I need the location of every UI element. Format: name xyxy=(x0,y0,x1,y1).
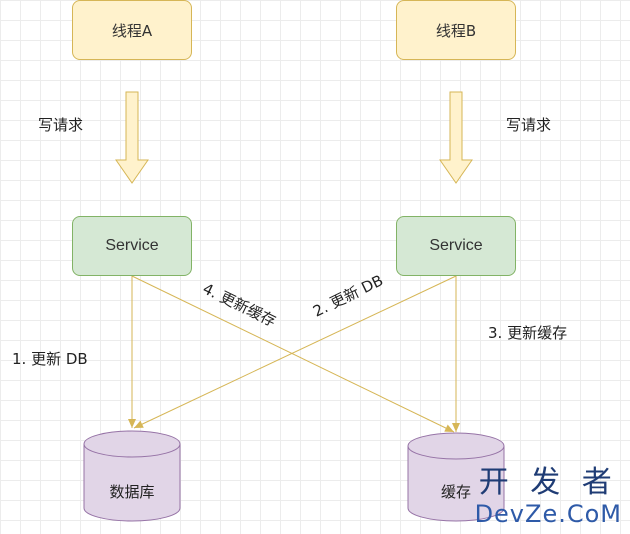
step1-label: 1. 更新 DB xyxy=(12,350,88,368)
connector-step4 xyxy=(131,275,455,433)
thread-a-label: 线程A xyxy=(111,21,153,40)
service-b-label: Service xyxy=(429,237,483,254)
thread-a-box: 线程A xyxy=(72,0,192,60)
write-request-label-b: 写请求 xyxy=(506,116,552,134)
block-arrow-a xyxy=(115,91,149,184)
database-cylinder xyxy=(83,430,181,522)
cache-cylinder xyxy=(407,432,505,522)
watermark-chinese: 开 发 者 xyxy=(478,465,618,500)
cache-label: 缓存 xyxy=(440,483,471,501)
step3-label: 3. 更新缓存 xyxy=(488,324,568,342)
service-a-label: Service xyxy=(105,237,159,254)
database-label: 数据库 xyxy=(109,483,155,501)
block-arrow-b xyxy=(439,91,473,184)
connector-step2 xyxy=(133,275,457,429)
thread-b-box: 线程B xyxy=(396,0,516,60)
service-a-box: Service xyxy=(72,216,192,276)
service-b-box: Service xyxy=(396,216,516,276)
thread-b-label: 线程B xyxy=(435,21,477,40)
write-request-label-a: 写请求 xyxy=(38,116,84,134)
watermark-latin: DevZe.CoM xyxy=(474,500,622,528)
watermark-logo: 开 发 者 DevZe.CoM xyxy=(474,465,622,529)
